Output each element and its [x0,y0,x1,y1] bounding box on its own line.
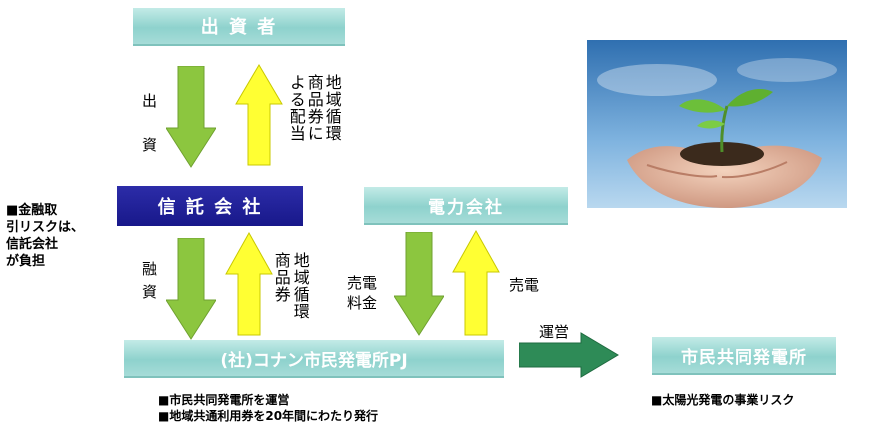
power-company-box: 電力会社 [364,187,568,225]
konan-project-label: (社)コナン市民発電所PJ [220,350,408,371]
risk-line-3: 信託会社 [6,236,59,252]
seedling-photo [587,40,847,208]
dividend-up-arrow [235,64,283,166]
risk-line-2: 引リスクは、 [6,219,85,235]
konan-project-box: (社)コナン市民発電所PJ [124,340,504,378]
risk-line-4: が負担 [6,253,46,269]
sale-up-arrow [452,230,500,336]
financing-label-a: 融 [142,260,158,278]
dividend-line-b: 商品券に [304,74,324,142]
seedling-image [587,40,847,208]
plant-risk-line: ■太陽光発電の事業リスク [651,393,795,407]
operation-right-arrow [519,332,619,378]
operation-label: 運営 [539,323,570,341]
coupons-line-a: 地域循環 [290,252,310,320]
financial-risk-note: ■金融取 引リスクは、 信託会社 が負担 [6,203,84,271]
sale-fee-label-b: 料金 [347,294,378,312]
coupons-up-arrow [225,232,273,336]
sale-label: 売電 [509,276,540,294]
konan-notes: ■市民共同発電所を運営 ■地域共通利用券を20年間にわたり発行 [158,393,378,424]
investors-label: 出 資 者 [200,17,278,38]
citizen-plant-box: 市民共同発電所 [652,337,836,375]
investors-box: 出 資 者 [133,8,345,46]
konan-note-1: ■市民共同発電所を運営 [158,393,290,407]
citizen-plant-label: 市民共同発電所 [681,347,807,368]
coupons-line-b: 商品券 [271,252,291,303]
investment-down-arrow [166,66,216,168]
sale-fee-down-arrow [394,232,444,336]
trust-company-box: 信 託 会 社 [117,186,303,226]
financing-label-b: 資 [142,283,158,301]
plant-risk-note: ■太陽光発電の事業リスク [651,393,794,409]
dividend-line-a: 地域循環 [322,74,342,142]
power-company-label: 電力会社 [428,197,504,218]
financing-down-arrow [166,238,216,340]
risk-line-1: ■金融取 [6,203,58,218]
dividend-line-c: よる配当 [286,74,306,142]
konan-note-2: ■地域共通利用券を20年間にわたり発行 [158,408,379,423]
trust-company-label: 信 託 会 社 [157,197,263,218]
investment-label: 出 資 [142,92,158,154]
sale-fee-label-a: 売電 [347,274,378,292]
